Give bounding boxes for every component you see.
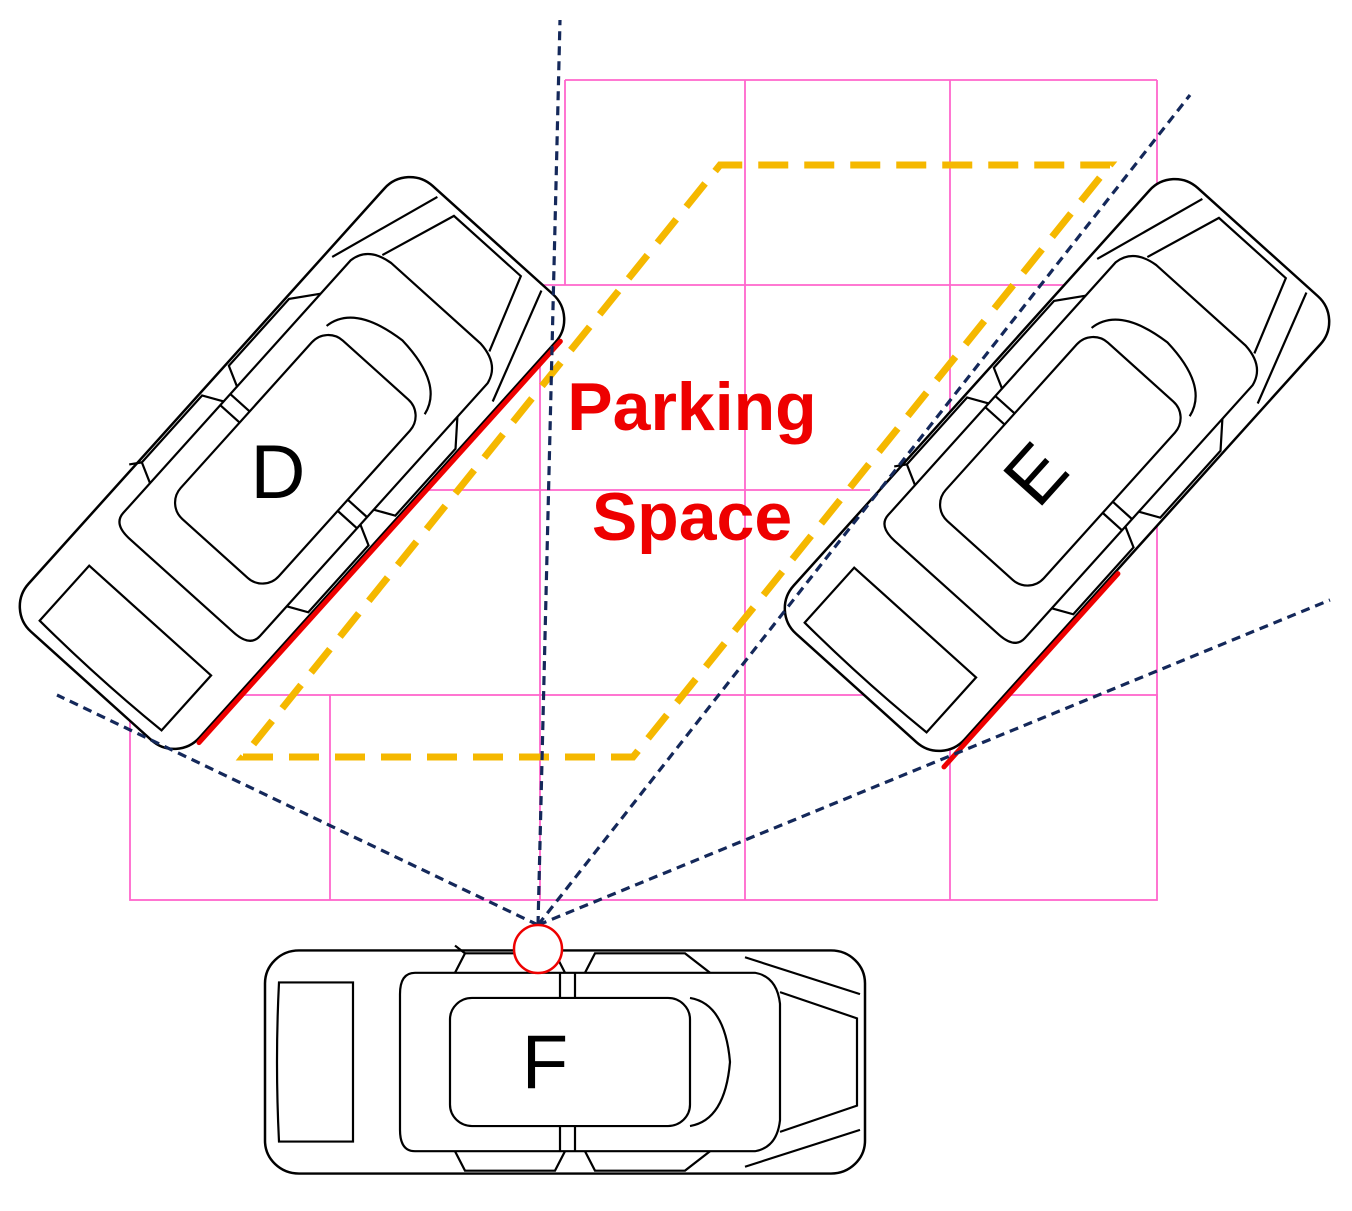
- car-e-near-edge-highlight: [941, 571, 1121, 770]
- car-d: [0, 158, 580, 765]
- sight-line: [537, 598, 1331, 927]
- grid-bottom-row: [129, 694, 1158, 901]
- sight-line: [536, 19, 562, 926]
- sensor-icon: [512, 923, 564, 975]
- car-e: [765, 160, 1345, 770]
- sight-line: [536, 94, 1192, 926]
- car-f-label: F: [522, 1020, 568, 1105]
- parking-space-label-line1: Parking: [567, 369, 816, 445]
- sensor-sight-lines: [56, 19, 1331, 927]
- car-d-near-edge-highlight: [196, 338, 563, 746]
- car-d-label: D: [251, 430, 306, 515]
- parking-space-outline: [235, 161, 1118, 761]
- parking-space-label-line2: Space: [592, 479, 792, 555]
